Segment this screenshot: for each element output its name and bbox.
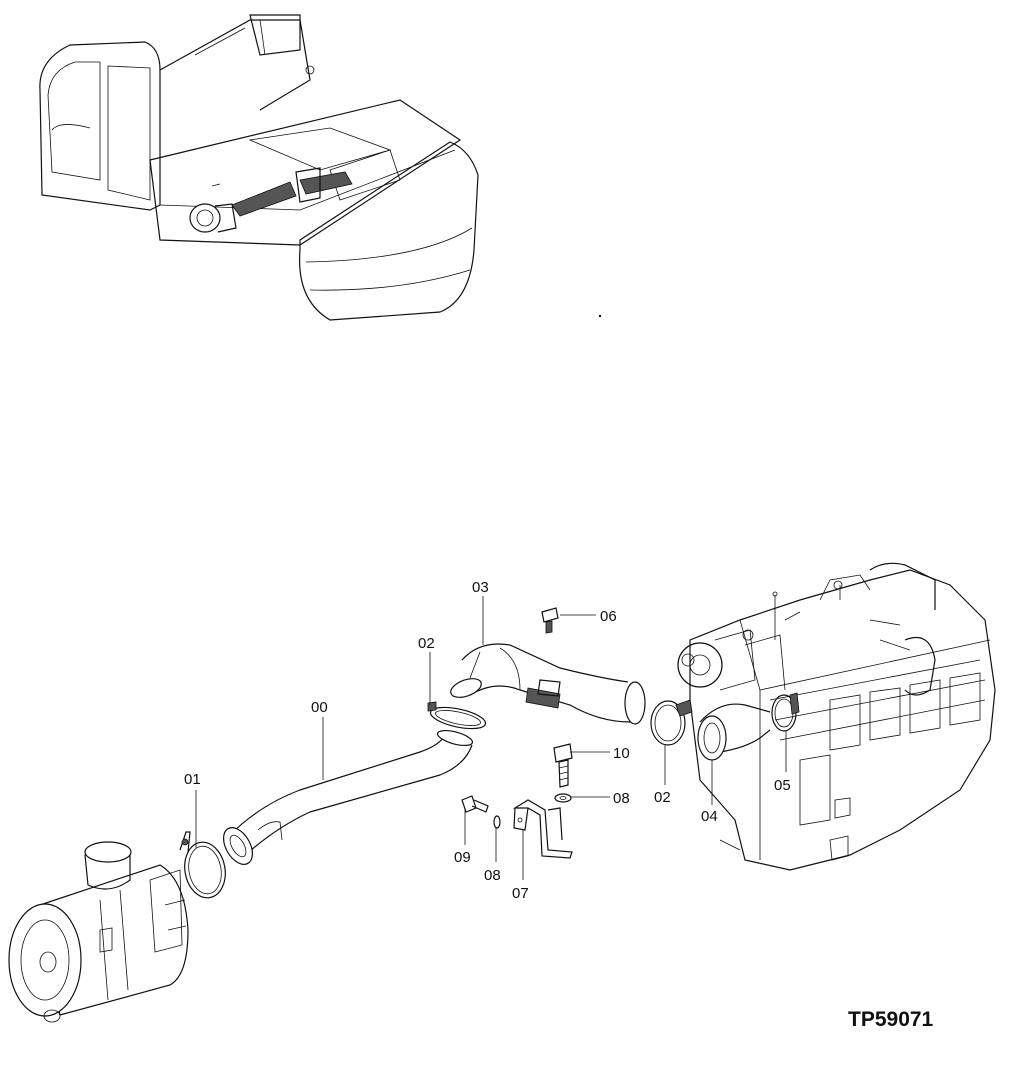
bracket-07: [512, 799, 573, 859]
clamp-02-left: [427, 701, 487, 730]
intake-hose-00: [222, 729, 474, 865]
callout-02-left: 02: [418, 635, 435, 652]
callout-08-right: 08: [613, 790, 630, 807]
intake-hose-03: [450, 643, 646, 725]
leader-lines: [195, 596, 787, 880]
washer-08-right: [554, 793, 572, 803]
callout-09: 09: [454, 849, 471, 866]
bolt-06: [541, 607, 559, 634]
intake-hose-04: [697, 703, 771, 761]
callout-02-right: 02: [654, 789, 671, 806]
callout-03: 03: [472, 579, 489, 596]
callout-04: 04: [701, 808, 718, 825]
clamp-05: [771, 692, 800, 732]
callout-01: 01: [184, 771, 201, 788]
excavator-overview-illustration: [39, 14, 602, 321]
callout-06: 06: [600, 608, 617, 625]
callout-10: 10: [613, 745, 630, 762]
washer-08-left: [493, 815, 501, 829]
callout-labels: 01 00 02 03 06 10 08 02 04 05 09 08 07: [184, 579, 791, 902]
callout-00: 00: [311, 699, 328, 716]
clamp-02-right: [650, 699, 693, 746]
callout-07: 07: [512, 885, 529, 902]
engine-illustration: [677, 562, 996, 871]
bolt-09: [461, 795, 489, 813]
callout-05: 05: [774, 777, 791, 794]
drawing-code: TP59071: [848, 1008, 934, 1031]
clamp-01: [179, 831, 226, 899]
callout-08-left: 08: [484, 867, 501, 884]
air-cleaner-illustration: [8, 841, 189, 1023]
bolt-10: [553, 743, 573, 788]
